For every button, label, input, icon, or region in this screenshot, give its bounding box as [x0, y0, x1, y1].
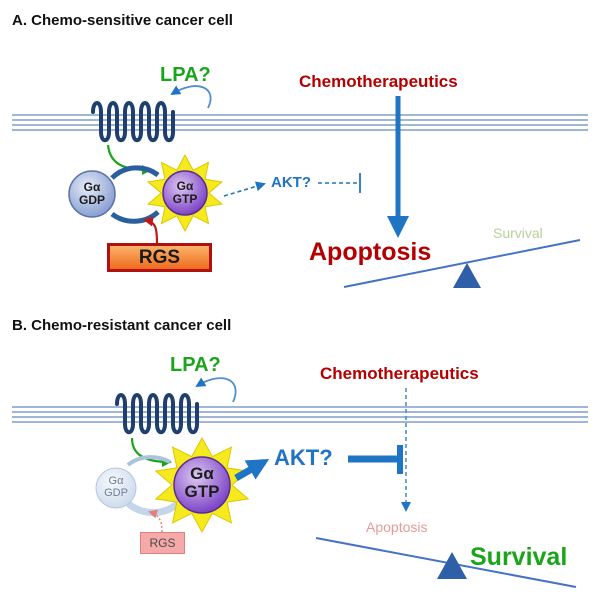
panel-a-lpa-label: LPA? — [160, 64, 211, 86]
panel-b-rgs-box: RGS — [140, 532, 185, 554]
panel-a-galpha-gtp — [162, 170, 208, 216]
panel-b-receptor-icon — [115, 393, 199, 435]
panel-b-akt-label: AKT? — [274, 445, 333, 470]
panel-a-cycle-top — [110, 165, 160, 180]
panel-a-cycle-bottom — [110, 210, 160, 224]
panel-b-galpha-gtp — [173, 456, 231, 514]
panel-b-lpa-arrow — [195, 377, 237, 403]
panel-b-title: B. Chemo-resistant cancer cell — [12, 317, 232, 334]
panel-a-akt-arrow — [223, 181, 266, 197]
panel-a-galpha-gdp — [68, 170, 116, 218]
panel-b-gdp-top: Gα — [108, 475, 124, 487]
panel-a-fulcrum — [453, 263, 481, 288]
panel-b-balance-beam — [315, 537, 577, 588]
panel-a-gtp-text: Gα GTP — [163, 180, 207, 205]
panel-b-survival-label: Survival — [470, 543, 568, 571]
panel-b-apoptosis-label: Apoptosis — [366, 519, 428, 535]
panel-b-cycle-top — [126, 455, 172, 467]
panel-b-gtp-text: Gα GTP — [172, 465, 232, 501]
panel-a-rgs-arrow — [143, 216, 159, 245]
panel-b-gdp-bottom: GDP — [104, 486, 128, 499]
panel-a-rgs-box: RGS — [107, 243, 212, 272]
panel-a-receptor-icon — [91, 101, 175, 143]
panel-a-apoptosis-label: Apoptosis — [309, 238, 432, 266]
panel-a-gtp-top: Gα — [176, 179, 194, 193]
panel-a-balance-beam — [343, 239, 581, 288]
panel-b-lpa-label: LPA? — [170, 354, 221, 376]
panel-b-chemo-label: Chemotherapeutics — [320, 364, 479, 383]
panel-b-gdp-text: Gα GDP — [96, 475, 136, 499]
panel-b-rgs-arrow — [148, 509, 163, 533]
panel-a-gdp-text: Gα GDP — [70, 181, 114, 206]
panel-a-membrane — [12, 114, 588, 131]
panel-b-membrane — [12, 406, 588, 423]
panel-b-gtp-top: Gα — [190, 464, 214, 483]
panel-a-gtp-bottom: GTP — [172, 191, 198, 206]
panel-a-title: A. Chemo-sensitive cancer cell — [12, 12, 233, 29]
panel-b-fulcrum — [437, 552, 467, 579]
panel-a-survival-label: Survival — [493, 225, 543, 241]
panel-a-gdp-bottom: GDP — [78, 192, 105, 207]
panel-a-gdp-top: Gα — [83, 180, 101, 194]
panel-a-chemo-label: Chemotherapeutics — [299, 72, 458, 91]
panel-b-gtp-bottom: GTP — [184, 481, 220, 501]
panel-b-akt-arrow — [234, 458, 270, 482]
panel-a-akt-label: AKT? — [271, 174, 311, 191]
panel-b-cycle-bottom — [126, 501, 180, 516]
panel-b-galpha-gdp — [95, 467, 137, 509]
panel-a-lpa-arrow — [170, 85, 212, 109]
